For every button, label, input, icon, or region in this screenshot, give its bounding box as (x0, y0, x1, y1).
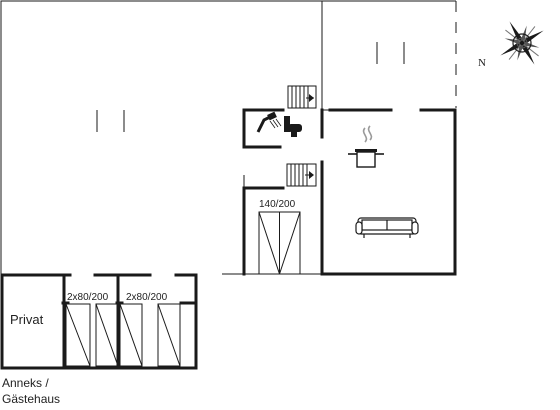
bed-icon (258, 211, 301, 275)
sofa-icon (355, 217, 419, 238)
room-label-privat: Privat (10, 312, 44, 327)
main-house-walls (242, 108, 457, 276)
bed-size-label-annex-a: 2x80/200 (67, 292, 109, 303)
annex-walls (0, 273, 198, 370)
toilet-icon (284, 116, 302, 137)
bed-icon (65, 303, 119, 367)
stove-pot-icon (348, 125, 384, 168)
bed-size-label-main: 140/200 (259, 199, 296, 210)
bed-size-label-annex-b: 2x80/200 (126, 292, 168, 303)
bed-icon (119, 303, 181, 367)
window-marks (96, 42, 405, 132)
annex-label-line2: Gästehaus (2, 392, 61, 406)
annex-label-line1: Anneks / (2, 376, 49, 390)
compass-rose-icon (500, 21, 544, 65)
shower-icon (256, 111, 282, 133)
compass-north-label: N (478, 57, 486, 69)
stairs-icon (287, 85, 317, 109)
